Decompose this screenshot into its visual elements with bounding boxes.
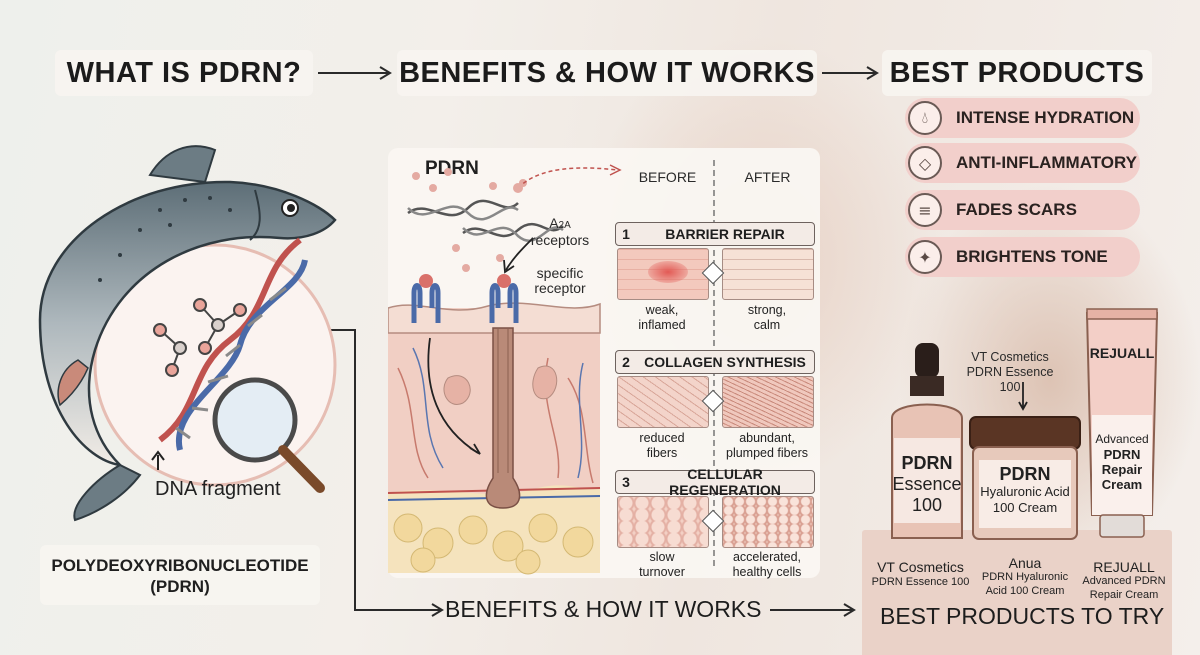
after-label: AFTER — [744, 169, 791, 185]
benefit-pill-fades-scars: ≡FADES SCARS — [905, 190, 1140, 230]
benefit-pill-anti-inflammatory: ◇ANTI-INFLAMMATORY — [905, 143, 1140, 183]
layers-icon: ≡ — [908, 193, 942, 227]
magnifying-glass-icon — [212, 377, 325, 493]
salmon-dna-illustration — [38, 145, 337, 522]
collagen-after-caption: abundant,plumped fibers — [726, 431, 808, 460]
jar-label: PDRN Hyaluronic Acid 100 Cream — [980, 464, 1070, 515]
cream-jar-icon — [969, 416, 1081, 540]
barrier-before-caption: weak,inflamed — [638, 303, 686, 332]
a2a-receptor-icon — [411, 274, 519, 323]
salmon-icon — [38, 145, 337, 522]
dna-fragment-label: DNA fragment — [155, 478, 281, 500]
header-what-is-pdrn: WHAT IS PDRN? — [55, 50, 313, 96]
callout-arrow — [1018, 382, 1028, 411]
product-label-rejuall: REJUALL Advanced PDRN Repair Cream — [1082, 559, 1166, 601]
droplet-icon: 💧︎ — [908, 101, 942, 135]
skin-cross-section — [388, 168, 601, 575]
benefit-pill-hydration: 💧︎INTENSE HYDRATION — [905, 98, 1140, 138]
molecule-icon — [153, 298, 247, 377]
tube-brand: REJUALL — [1089, 345, 1155, 361]
dna-helix-icon — [158, 237, 308, 451]
collagen-before-tissue — [617, 376, 709, 428]
pdrn-label: PDRN — [425, 158, 479, 179]
barrier-before-tissue — [617, 248, 709, 300]
dashed-connector — [513, 164, 622, 193]
dna-fragments-icon — [407, 199, 564, 242]
product-label-vt: VT Cosmetics PDRN Essence 100 — [871, 559, 970, 589]
header-best-products: BEST PRODUCTS — [882, 50, 1152, 96]
regen-after-caption: accelerated,healthy cells — [732, 550, 802, 579]
a2a-receptors-label: A2A receptors — [530, 215, 590, 248]
before-label: BEFORE — [638, 169, 697, 185]
benefit-pill-brightens: ✦BRIGHTENS TONE — [905, 237, 1140, 277]
footer-best-products: BEST PRODUCTS TO TRY — [880, 603, 1165, 629]
shield-drop-icon: ◇ — [908, 146, 942, 180]
tube-label: Advanced PDRN Repair Cream — [1095, 432, 1149, 492]
repair-cream-tube-icon — [1085, 308, 1159, 538]
product-display-platform — [862, 530, 1172, 655]
regen-after-tissue — [722, 496, 814, 548]
footer-benefits: BENEFITS & HOW IT WORKS — [445, 596, 762, 622]
barrier-after-caption: strong,calm — [747, 303, 787, 332]
product-label-anua: Anua PDRN Hyaluronic Acid 100 Cream — [981, 555, 1069, 597]
pdrn-fullname-box: POLYDEOXYRIBONUCLEOTIDE (PDRN) — [40, 545, 320, 605]
collagen-after-tissue — [722, 376, 814, 428]
regen-before-tissue — [617, 496, 709, 548]
fullname-line2: (PDRN) — [150, 577, 210, 596]
fullname-line1: POLYDEOXYRIBONUCLEOTIDE — [51, 556, 309, 575]
sparkle-icon: ✦ — [908, 240, 942, 274]
serum-label: PDRN Essence 100 — [892, 453, 962, 515]
header-benefits: BENEFITS & HOW IT WORKS — [397, 50, 817, 96]
barrier-after-tissue — [722, 248, 814, 300]
serum-bottle-icon — [891, 343, 963, 539]
